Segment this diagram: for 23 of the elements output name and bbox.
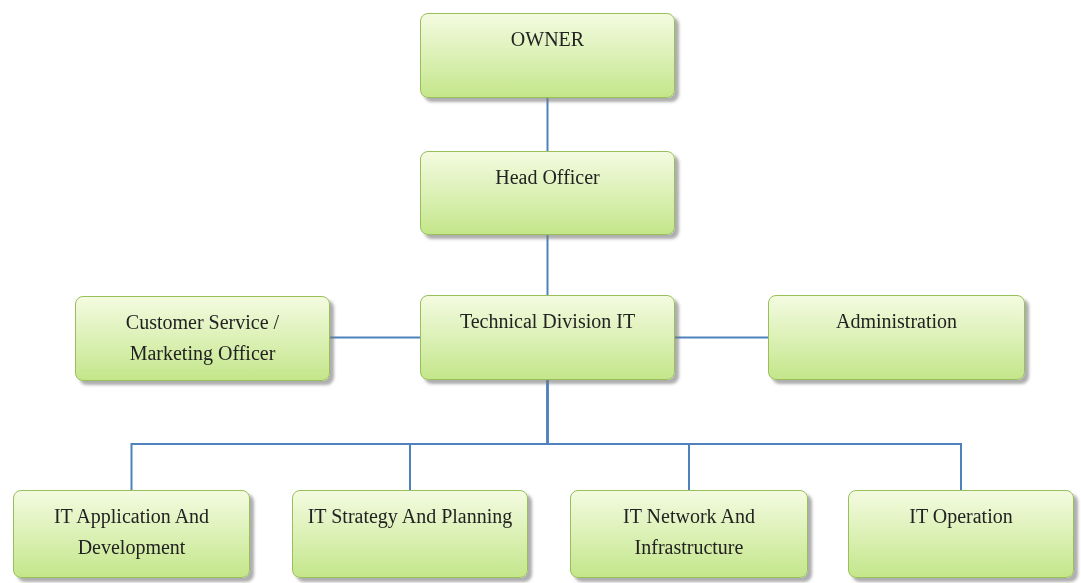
role-label: Head Officer: [495, 165, 600, 190]
role-label: IT Operation: [909, 504, 1013, 530]
org-box: [768, 295, 1025, 380]
connector-line: [546, 234, 549, 296]
role-label: Technical Division IT: [459, 309, 636, 334]
org-box: [420, 151, 675, 235]
org-box: [420, 13, 675, 98]
connector-line: [329, 336, 421, 339]
org-box: [848, 490, 1074, 578]
role-label: OWNER: [510, 27, 585, 52]
org-box: [292, 490, 528, 578]
connector-line: [546, 97, 549, 152]
org-box: [420, 295, 675, 380]
role-label: Customer Service / Marketing Officer: [124, 310, 281, 367]
connector-line: [546, 379, 962, 491]
role-label: IT Strategy And Planning: [307, 504, 513, 530]
org-box: [570, 490, 808, 578]
role-label: IT Network And Infrastructure: [622, 504, 756, 560]
role-label: Administration: [835, 309, 958, 334]
role-label: IT Application And Development: [52, 504, 211, 561]
connector-line: [674, 336, 769, 339]
org-box: [13, 490, 250, 578]
org-box: [75, 296, 330, 381]
